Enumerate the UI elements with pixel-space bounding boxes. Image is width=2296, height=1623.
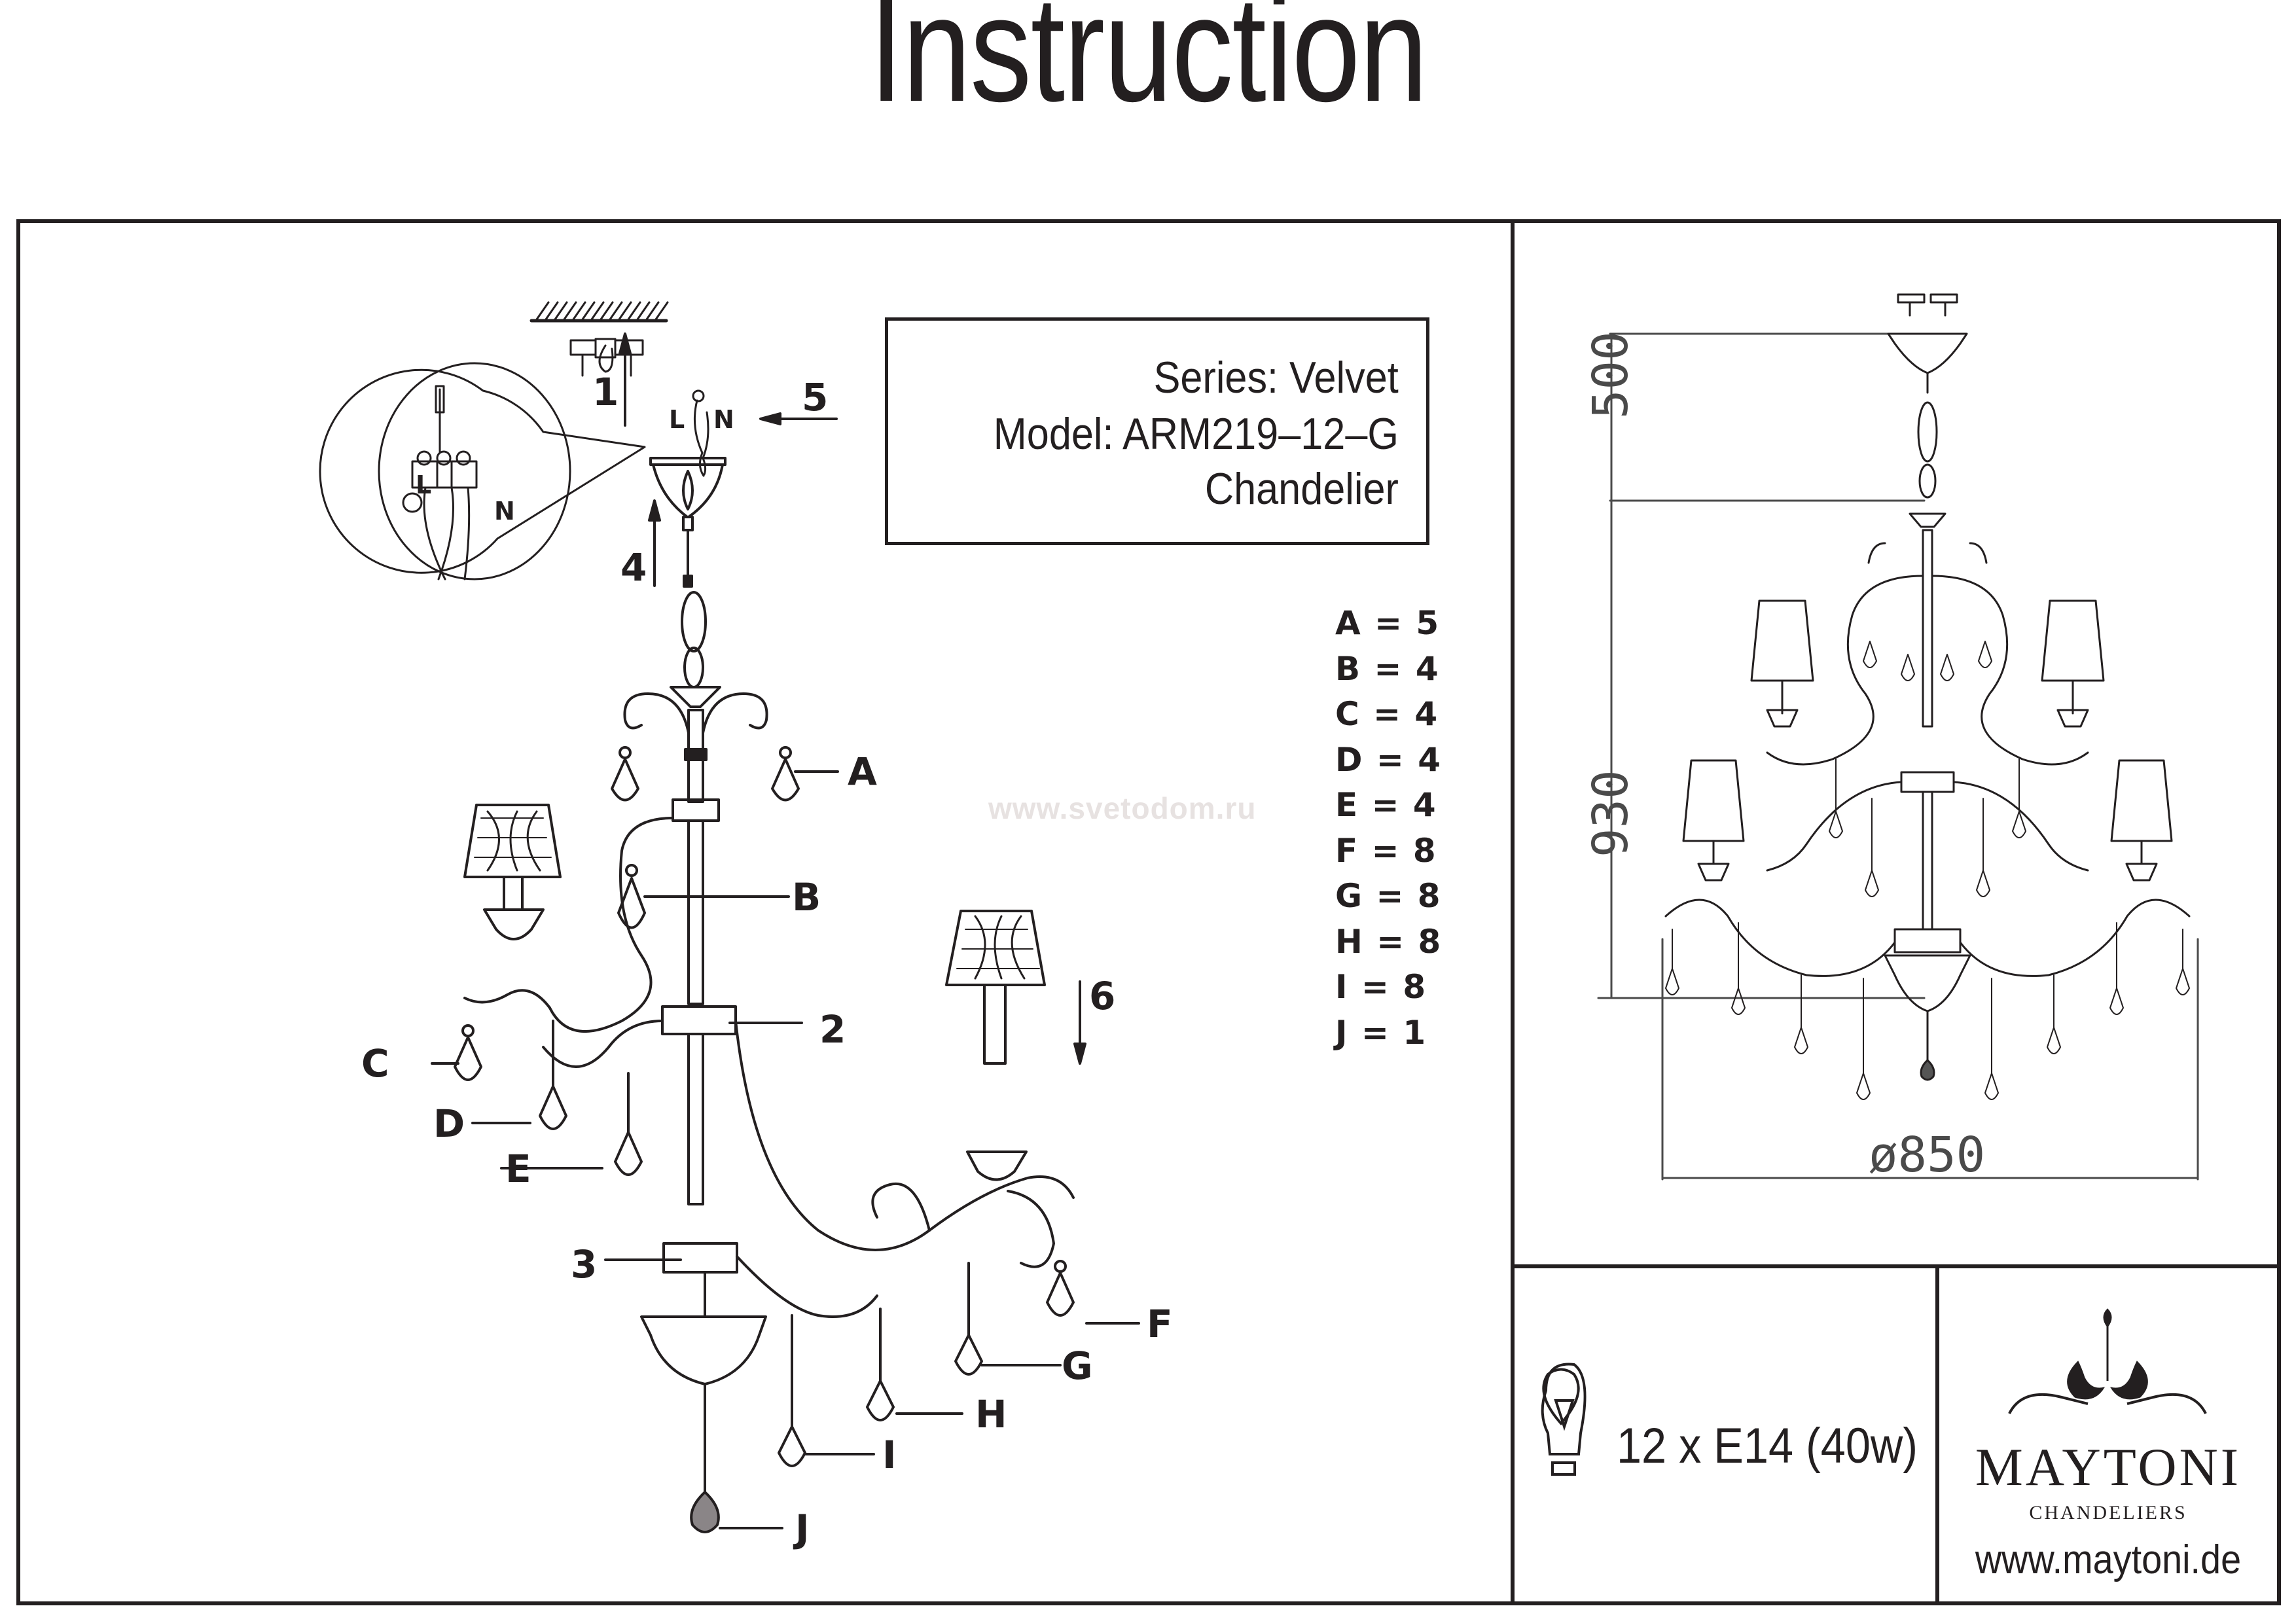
step-3-label: 3	[571, 1242, 598, 1287]
lampshade-small-2	[2041, 599, 2105, 728]
lampshade-left	[463, 804, 562, 878]
callout-i: I	[882, 1433, 897, 1477]
step-1-label: 1	[592, 370, 619, 414]
arrow-step-6	[1073, 980, 1086, 1065]
callout-c: C	[361, 1041, 389, 1086]
crystal-d	[539, 1020, 567, 1130]
canopy-small	[1887, 332, 1968, 528]
callout-e: E	[505, 1147, 531, 1191]
callout-j: J	[795, 1507, 810, 1551]
step-2-label: 2	[819, 1007, 846, 1052]
detail-neutral-label: N	[494, 497, 515, 526]
page-title: Instruction	[869, 0, 1428, 133]
crystal-a-right	[771, 746, 800, 802]
wire-neutral-label: N	[713, 405, 734, 434]
series-label: Series: Velvet	[1153, 353, 1399, 402]
lampshade-small-1	[1750, 599, 1814, 728]
part-row-f: F = 8	[1335, 831, 1437, 870]
ceiling-canopy	[649, 457, 726, 588]
crystal-f	[1046, 1260, 1075, 1317]
product-type-label: Chandelier	[1204, 464, 1399, 514]
crystal-j	[690, 1491, 720, 1533]
arrow-step-4	[648, 499, 661, 587]
product-info-box: Series: Velvet Model: ARM219–12–G Chande…	[885, 317, 1429, 545]
wiring-detail-callout	[319, 362, 646, 580]
mounting-bracket-icon	[569, 338, 644, 377]
lampshade-small-3	[1682, 759, 1745, 882]
candle-cup-right	[966, 984, 1028, 1181]
part-row-j: J = 1	[1335, 1013, 1427, 1052]
crystal-a-left	[611, 746, 639, 802]
left-arm	[463, 817, 674, 1068]
arms-small	[1664, 542, 2191, 977]
step-6-label: 6	[1089, 974, 1116, 1018]
right-arm	[734, 1020, 1075, 1318]
part-row-i: I = 8	[1335, 968, 1427, 1006]
brand-tagline: CHANDELIERS	[2029, 1502, 2187, 1524]
part-row-e: E = 4	[1335, 786, 1437, 824]
arrow-step-1	[619, 332, 632, 427]
ceiling-icon	[529, 301, 669, 323]
divider-main-vertical	[1511, 219, 1515, 1605]
dimension-diameter: ø850	[1869, 1127, 1986, 1183]
crystal-g	[954, 1262, 983, 1376]
maytoni-logo-icon	[2008, 1308, 2207, 1414]
part-row-a: A = 5	[1335, 604, 1441, 642]
parts-list: A = 5 B = 4 C = 4 D = 4 E = 4 F = 8 G = …	[1335, 601, 1442, 1056]
step-5-label: 5	[802, 375, 829, 419]
outer-frame	[16, 219, 2281, 1605]
bottom-bowl	[640, 1271, 767, 1493]
crystal-h	[866, 1308, 895, 1421]
top-arms	[623, 692, 768, 734]
detail-live-label: L	[416, 471, 432, 499]
step-4-label: 4	[620, 545, 647, 590]
part-row-d: D = 4	[1335, 740, 1443, 779]
leader-lines	[431, 770, 1140, 1529]
part-row-c: C = 4	[1335, 695, 1439, 733]
callout-d: D	[433, 1101, 465, 1146]
candle-cup-left	[483, 876, 545, 940]
callout-b: B	[792, 875, 821, 919]
part-row-b: B = 4	[1335, 649, 1440, 688]
lampshade-right	[945, 910, 1046, 986]
mounting-bracket-small	[1897, 293, 1958, 317]
bulb-spec: 12 x E14 (40w)	[1617, 1418, 1918, 1474]
callout-h: H	[975, 1392, 1007, 1436]
part-row-h: H = 8	[1335, 922, 1443, 961]
watermark: www.svetodom.ru	[988, 791, 1257, 825]
light-bulb-icon	[1541, 1363, 1587, 1476]
callout-f: F	[1147, 1302, 1173, 1346]
brand-website-link[interactable]: www.maytoni.de	[1975, 1537, 2242, 1582]
divider-right-horizontal	[1511, 1264, 2281, 1268]
model-label: Model: ARM219–12–G	[993, 409, 1399, 459]
callout-g: G	[1062, 1344, 1093, 1388]
crystal-e	[614, 1072, 643, 1176]
brand-name: MAYTONI	[1975, 1437, 2242, 1497]
part-row-g: G = 8	[1335, 877, 1442, 915]
crystal-c	[454, 1024, 482, 1081]
dimension-lines	[1597, 332, 2199, 1181]
crystals-small	[1665, 641, 2190, 1100]
callout-a: A	[848, 749, 877, 794]
crystal-b	[617, 864, 646, 929]
lampshade-small-4	[2110, 759, 2173, 882]
divider-bottom-vertical	[1935, 1264, 1939, 1605]
arrow-step-5	[759, 412, 838, 425]
wire-live-label: L	[669, 405, 685, 434]
